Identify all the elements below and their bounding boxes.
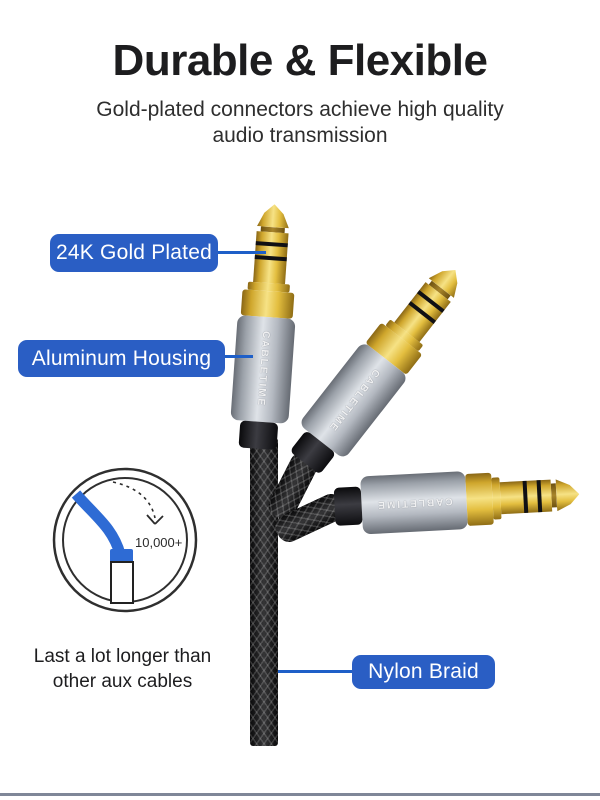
aluminum-housing-label: Aluminum Housing xyxy=(18,340,225,377)
jack-tip xyxy=(556,478,581,511)
audio-jack-connector-upright: CABLETIME xyxy=(229,202,304,451)
jack-tip xyxy=(257,203,291,228)
caption-line-1: Last a lot longer than xyxy=(33,646,212,667)
jack-collar xyxy=(240,289,295,319)
page-title: Durable & Flexible xyxy=(112,36,488,85)
brand-label: CABLETIME xyxy=(375,495,453,511)
brand-label: CABLETIME xyxy=(325,366,382,434)
jack-collar xyxy=(465,472,494,526)
audio-jack-connector-diagonal: CABLETIME xyxy=(282,252,479,481)
page-subtitle: Gold-plated connectors achieve high qual… xyxy=(0,97,600,148)
arrowhead xyxy=(146,514,164,525)
caption-line-2: other aux cables xyxy=(52,670,193,692)
outer-circle xyxy=(52,467,198,613)
callout-line-gold-plated xyxy=(216,251,266,254)
brand-label: CABLETIME xyxy=(254,330,272,408)
aluminum-housing: CABLETIME xyxy=(230,315,296,424)
subtitle-line-2: audio transmission xyxy=(212,123,388,147)
cable-plug-grip xyxy=(110,549,133,564)
aluminum-housing: CABLETIME xyxy=(360,471,469,535)
durability-caption: Last a lot longer than other aux cables xyxy=(15,645,230,694)
gold-plated-label: 24K Gold Plated xyxy=(50,234,218,272)
strain-relief xyxy=(238,420,279,451)
audio-jack-connector-horizontal: CABLETIME xyxy=(333,465,581,536)
footer-divider xyxy=(0,793,600,796)
bend-test-icon: 10,000+ xyxy=(52,467,198,613)
nylon-braid-label: Nylon Braid xyxy=(352,655,495,689)
strain-relief xyxy=(333,486,363,526)
subtitle-line-1: Gold-plated connectors achieve high qual… xyxy=(96,98,504,121)
bent-cable-shape xyxy=(71,490,126,556)
bend-cycle-count: 10,000+ xyxy=(135,535,182,550)
callout-line-nylon-braid xyxy=(278,670,354,673)
bend-arc-arrow xyxy=(112,481,156,519)
callout-line-aluminum-housing xyxy=(223,355,253,358)
nylon-braid-cable xyxy=(250,438,278,746)
plug-body-outline xyxy=(110,561,134,604)
